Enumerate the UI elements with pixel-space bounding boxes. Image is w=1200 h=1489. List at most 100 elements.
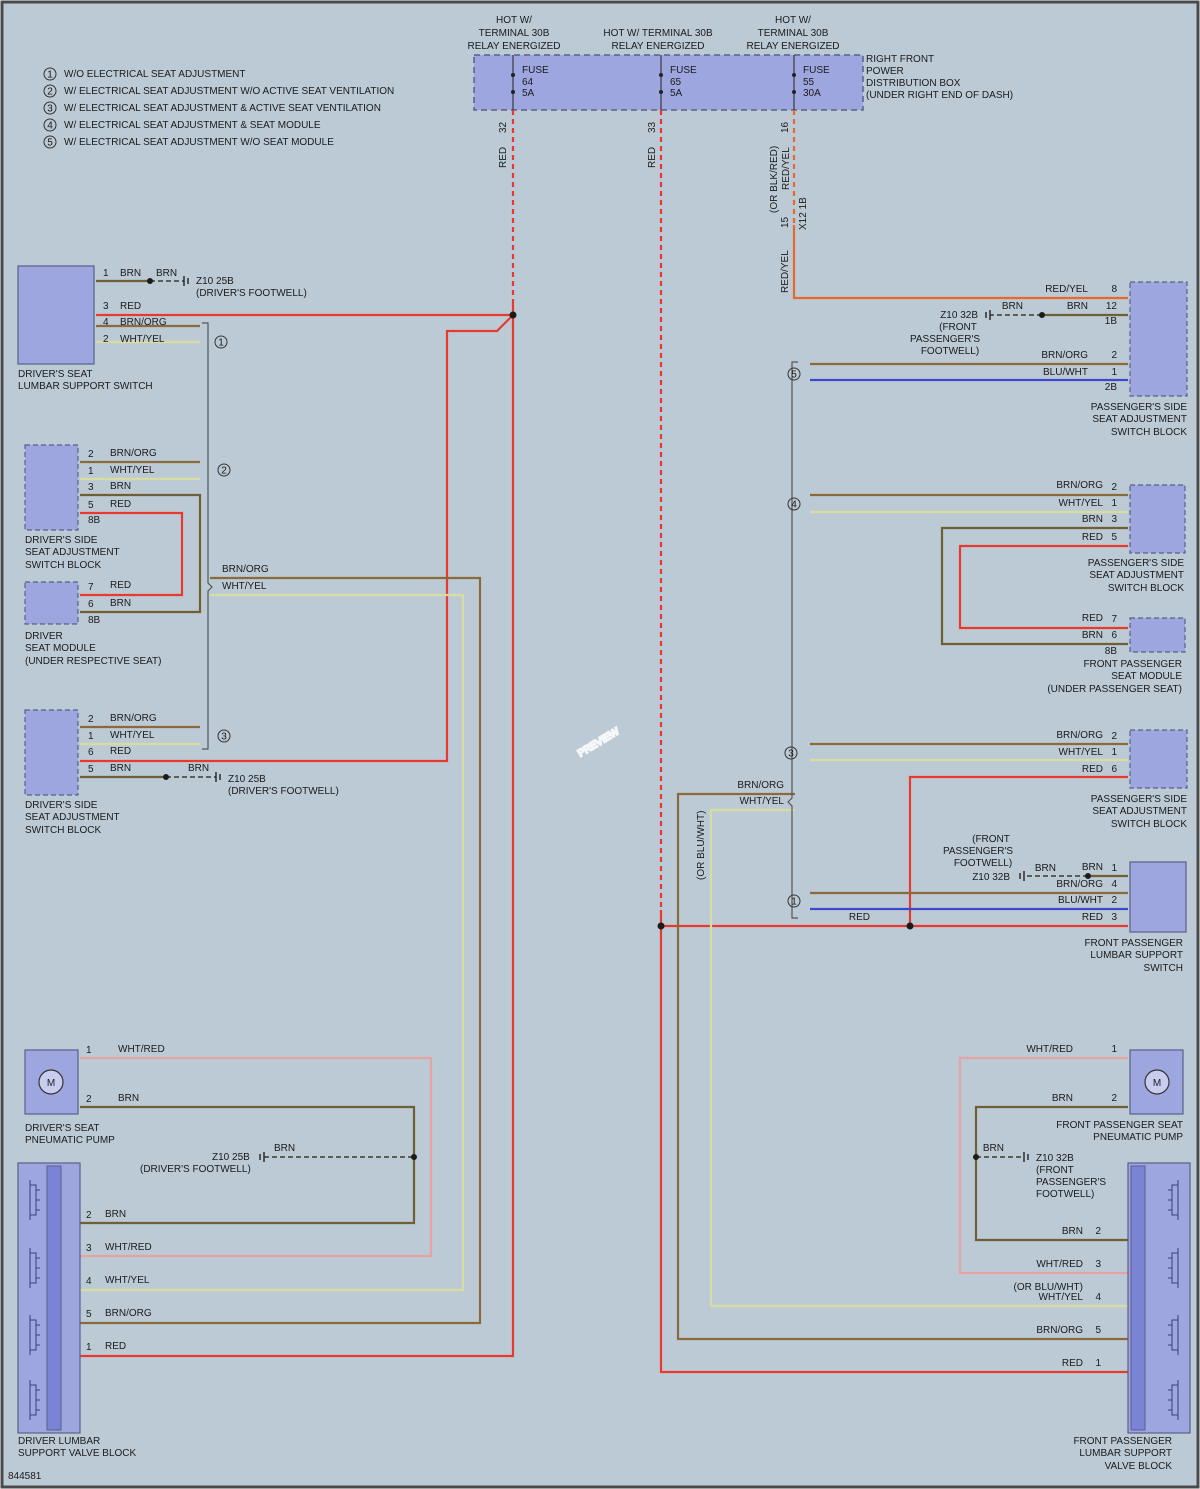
legend-text: W/ ELECTRICAL SEAT ADJUSTMENT & SEAT MOD… bbox=[64, 120, 321, 131]
component-name: DRIVER'S SEAT bbox=[25, 1123, 100, 1134]
drivers-side-seat-adjustment-switch-block-3: 2 BRN/ORG 1 WHT/YEL 6 RED 5 BRN BRN Z10 … bbox=[24, 709, 339, 836]
wire-brn-org-trunk-left bbox=[80, 576, 482, 1325]
wire-label-red-yel: RED/YEL bbox=[780, 250, 791, 293]
pin: 1 bbox=[86, 1342, 92, 1353]
fuse-label: FUSE bbox=[522, 65, 549, 76]
wire-label: BRN bbox=[1052, 1093, 1073, 1104]
wire-label: BLU/WHT bbox=[1043, 367, 1088, 378]
branch-markers: 1 2 3 5 4 3 1 bbox=[214, 335, 801, 908]
pin: 1 bbox=[86, 1045, 92, 1056]
wire-label: BRN bbox=[118, 1093, 139, 1104]
front-passenger-seat-module: RED 7 BRN 6 8B FRONT PASSENGER SEAT MODU… bbox=[1047, 613, 1186, 695]
front-passenger-lumbar-support-valve-block: BRN 2 WHT/RED 3 (OR BLU/WHT) WHT/YEL 4 B… bbox=[1014, 1162, 1191, 1472]
passengers-side-seat-adjustment-switch-block-4: BRN/ORG 2 WHT/YEL 1 BRN 3 RED 5 PASSENGE… bbox=[1056, 480, 1186, 594]
ground-label: PASSENGER'S bbox=[1036, 1177, 1106, 1188]
component-name: PASSENGER'S SIDE bbox=[1091, 794, 1188, 805]
wire-brn-dab2-dsm bbox=[80, 493, 202, 614]
legend-item-1: 1 W/O ELECTRICAL SEAT ADJUSTMENT bbox=[43, 67, 246, 81]
fuse-rating: 30A bbox=[803, 88, 821, 99]
legend-num: 2 bbox=[47, 87, 53, 98]
component-name: SEAT ADJUSTMENT bbox=[1089, 570, 1184, 581]
motor-icon: M bbox=[1153, 1078, 1161, 1089]
wire-label: RED bbox=[105, 1341, 126, 1352]
legend-item-3: 3 W/ ELECTRICAL SEAT ADJUSTMENT & ACTIVE… bbox=[43, 101, 381, 115]
component-name: LUMBAR SUPPORT SWITCH bbox=[18, 381, 153, 392]
wire-red-pab3 bbox=[908, 775, 1128, 926]
wire-label-alt: (OR BLK/RED) bbox=[769, 146, 780, 213]
wire-label: RED bbox=[120, 301, 141, 312]
wire-label: WHT/RED bbox=[1026, 1044, 1073, 1055]
pin: 8B bbox=[88, 515, 101, 526]
pin: 2 bbox=[86, 1094, 92, 1105]
fuse-number: 64 bbox=[522, 77, 534, 88]
wire-label-red: RED bbox=[647, 147, 658, 168]
motor-icon: M bbox=[47, 1078, 55, 1089]
component-name: PASSENGER'S SIDE bbox=[1091, 402, 1188, 413]
ground-wires bbox=[80, 276, 1128, 1162]
connector-x12-1b: X12 1B bbox=[798, 197, 809, 230]
passengers-side-seat-adjustment-switch-block-3: BRN/ORG 2 WHT/YEL 1 RED 6 PASSENGER'S SI… bbox=[1056, 729, 1188, 830]
fuse-number: 65 bbox=[670, 77, 682, 88]
component-name: SWITCH BLOCK bbox=[25, 825, 101, 836]
pin: 6 bbox=[1111, 630, 1117, 641]
ground-label: FOOTWELL) bbox=[921, 346, 979, 357]
component-name: SEAT MODULE bbox=[25, 643, 96, 654]
pin: 1 bbox=[1095, 1358, 1101, 1369]
connector-pin-15: 15 bbox=[780, 216, 791, 228]
pin: 3 bbox=[103, 301, 109, 312]
legend-text: W/ ELECTRICAL SEAT ADJUSTMENT & ACTIVE S… bbox=[64, 103, 381, 114]
pin-16: 16 bbox=[780, 121, 791, 133]
pin: 2 bbox=[88, 449, 94, 460]
fuse-header-1-line-3: RELAY ENERGIZED bbox=[468, 41, 561, 52]
wire-red-dab2-dsm bbox=[80, 511, 184, 597]
fuse-header-3-line-2: TERMINAL 30B bbox=[758, 28, 829, 39]
pin: 3 bbox=[1095, 1259, 1101, 1270]
fuse-header-2-line-1: HOT W/ TERMINAL 30B bbox=[603, 28, 713, 39]
wire-wht-red-dpump bbox=[80, 1056, 433, 1258]
pin: 2B bbox=[1105, 382, 1118, 393]
wire-red-pab4-psm bbox=[958, 544, 1128, 630]
wire-label: BRN bbox=[188, 763, 209, 774]
splices bbox=[147, 278, 1091, 1160]
branch-marker: 5 bbox=[791, 370, 797, 381]
component-name: PNEUMATIC PUMP bbox=[1093, 1132, 1183, 1143]
wire-label: BRN bbox=[1082, 862, 1103, 873]
component-name: LUMBAR SUPPORT bbox=[1079, 1448, 1172, 1459]
fuse-box-name-3: DISTRIBUTION BOX bbox=[866, 78, 961, 89]
wire-label: BRN bbox=[110, 763, 131, 774]
component-name: FRONT PASSENGER bbox=[1084, 938, 1183, 949]
component-name: SWITCH BLOCK bbox=[1108, 583, 1184, 594]
component-name: FRONT PASSENGER SEAT bbox=[1056, 1120, 1183, 1131]
wire-label: WHT/YEL bbox=[110, 730, 155, 741]
fuse-header-1-line-2: TERMINAL 30B bbox=[479, 28, 550, 39]
legend-num: 3 bbox=[47, 104, 53, 115]
pin: 3 bbox=[88, 482, 94, 493]
wire-red-drv-adj3 bbox=[80, 314, 514, 763]
figure-number: 844581 bbox=[8, 1471, 42, 1482]
driver-seat-module: 7 RED 6 BRN 8B DRIVER SEAT MODULE (UNDER… bbox=[24, 580, 162, 667]
ground-label: FOOTWELL) bbox=[1036, 1189, 1094, 1200]
wire-label: BRN/ORG bbox=[105, 1308, 152, 1319]
ground-label: Z10 32B bbox=[940, 310, 978, 321]
wire-red-main-left bbox=[80, 300, 515, 1358]
ground-label: (FRONT bbox=[1036, 1165, 1074, 1176]
pin: 1 bbox=[1111, 498, 1117, 509]
component-name: PNEUMATIC PUMP bbox=[25, 1135, 115, 1146]
ground-label: Z10 32B bbox=[1036, 1153, 1074, 1164]
wire-label: BLU/WHT bbox=[1058, 895, 1103, 906]
wire-label: WHT/YEL bbox=[105, 1275, 150, 1286]
pin: 4 bbox=[1111, 879, 1117, 890]
wire-brn-ppump bbox=[974, 1105, 1128, 1242]
wire-label: RED bbox=[110, 499, 131, 510]
wire-label-alt: (OR BLU/WHT) bbox=[1014, 1282, 1083, 1293]
wire-label-red: RED bbox=[849, 912, 870, 923]
pin: 8 bbox=[1111, 284, 1117, 295]
legend-num: 4 bbox=[47, 121, 53, 132]
pin: 2 bbox=[1111, 482, 1117, 493]
pin: 4 bbox=[103, 317, 109, 328]
branch-brackets bbox=[202, 322, 798, 919]
wire-label: WHT/RED bbox=[118, 1044, 165, 1055]
wire-label: RED bbox=[1082, 912, 1103, 923]
pin: 6 bbox=[88, 599, 94, 610]
